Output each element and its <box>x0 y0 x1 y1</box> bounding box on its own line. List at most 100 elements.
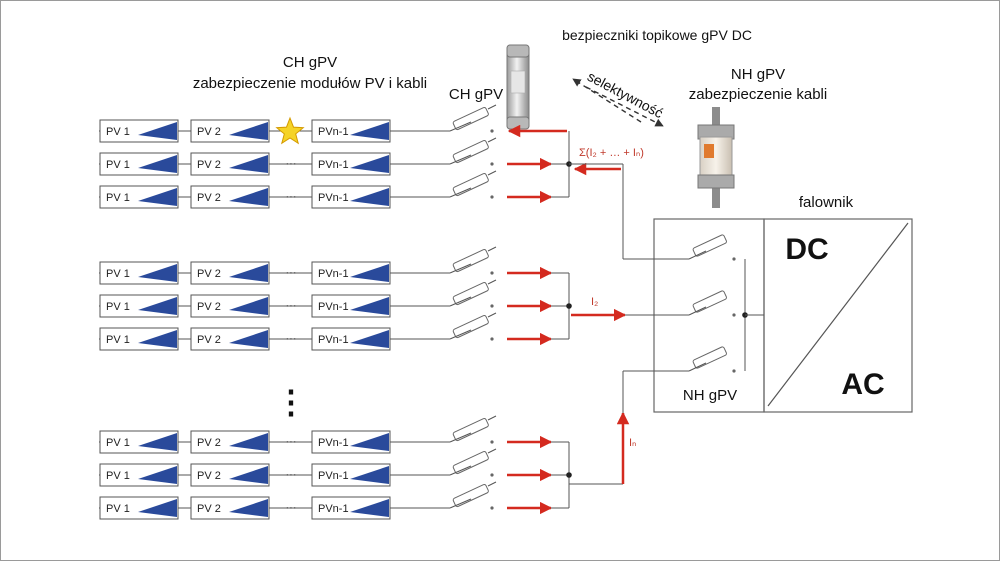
nh-terminal <box>732 369 736 373</box>
fuse-lead-out <box>487 170 497 176</box>
module-pv2: PV 2 <box>190 261 270 285</box>
sum-current-label: Σ(I₂ + … + Iₙ) <box>579 147 644 159</box>
module-pv1: PV 1 <box>99 327 179 351</box>
string-dots: ··· <box>286 267 297 279</box>
nh-lead-in <box>688 306 707 316</box>
module-pv1-label: PV 1 <box>106 503 130 515</box>
module-pv2-label: PV 2 <box>197 159 221 171</box>
fuse-lead-in <box>449 432 472 443</box>
nh-lead-in <box>688 250 707 260</box>
fault-star-icon <box>275 116 305 145</box>
fuse-terminal <box>490 440 494 444</box>
module-pv2: PV 2 <box>190 496 270 520</box>
module-pv2-cell-icon <box>229 155 268 173</box>
inverter-label: falownik <box>799 194 854 211</box>
string-dots: ··· <box>286 158 297 170</box>
string-row-8: PV 1 PV 2 PVn-1 ··· <box>99 448 569 487</box>
module-pv1-label: PV 1 <box>106 334 130 346</box>
string-row-1: PV 1 PV 2 PVn-1 <box>99 104 567 143</box>
module-pvn1-cell-icon <box>350 433 389 451</box>
nh-fuse-holder <box>692 234 727 257</box>
module-pvn1-label: PVn-1 <box>318 334 349 346</box>
module-pvn1-label: PVn-1 <box>318 126 349 138</box>
fuse-terminal <box>490 506 494 510</box>
module-pv2-cell-icon <box>229 499 268 517</box>
module-pvn1: PVn-1 <box>311 463 391 487</box>
fuse-terminal <box>490 337 494 341</box>
module-pv1-label: PV 1 <box>106 301 130 313</box>
module-pv1-label: PV 1 <box>106 192 130 204</box>
module-pvn1-cell-icon <box>350 264 389 282</box>
module-pv2-cell-icon <box>229 330 268 348</box>
module-pv2-label: PV 2 <box>197 503 221 515</box>
module-pvn1-label: PVn-1 <box>318 301 349 313</box>
module-pv1: PV 1 <box>99 496 179 520</box>
module-pv2-cell-icon <box>229 264 268 282</box>
module-pv2-label: PV 2 <box>197 470 221 482</box>
fuse-lead-out <box>487 415 497 421</box>
module-pv1: PV 1 <box>99 152 179 176</box>
module-pv1-cell-icon <box>138 499 177 517</box>
module-pv2: PV 2 <box>190 185 270 209</box>
ch-title-1: CH gPV <box>283 54 337 71</box>
module-pv1-cell-icon <box>138 466 177 484</box>
module-pvn1-cell-icon <box>350 188 389 206</box>
module-pv2: PV 2 <box>190 152 270 176</box>
module-pv2-label: PV 2 <box>197 192 221 204</box>
module-pvn1: PVn-1 <box>311 261 391 285</box>
module-pvn1: PVn-1 <box>311 327 391 351</box>
module-pvn1-label: PVn-1 <box>318 437 349 449</box>
string-dots: ··· <box>286 191 297 203</box>
nh-fuse-holder <box>692 346 727 369</box>
fuse-caption: bezpieczniki topikowe gPV DC <box>562 27 752 43</box>
nh-fuse-3 <box>688 346 736 373</box>
module-pv2-cell-icon <box>229 466 268 484</box>
module-pvn1: PVn-1 <box>311 294 391 318</box>
nh-inverter-label: NH gPV <box>683 387 737 404</box>
module-pv1-cell-icon <box>138 297 177 315</box>
module-pvn1-label: PVn-1 <box>318 268 349 280</box>
selectivity-label: selektywność <box>585 68 666 121</box>
module-pv1-cell-icon <box>138 330 177 348</box>
fuse-lead-in <box>449 187 472 198</box>
module-pv2-cell-icon <box>229 433 268 451</box>
module-pvn1-cell-icon <box>350 155 389 173</box>
module-pv1-cell-icon <box>138 155 177 173</box>
module-pv2: PV 2 <box>190 327 270 351</box>
module-pv1: PV 1 <box>99 463 179 487</box>
fuse-lead-out <box>487 312 497 318</box>
module-pv2-label: PV 2 <box>197 301 221 313</box>
fuse-lead-in <box>449 121 472 132</box>
fuse-terminal <box>490 129 494 133</box>
module-pvn1-label: PVn-1 <box>318 470 349 482</box>
nh-fuse-holder <box>692 290 727 313</box>
in-current-label: Iₙ <box>629 437 636 449</box>
ch-fuse-holder <box>452 107 489 131</box>
string-dots: ··· <box>286 436 297 448</box>
string-dots: ··· <box>286 333 297 345</box>
module-pv1: PV 1 <box>99 119 179 143</box>
module-pv2-label: PV 2 <box>197 268 221 280</box>
module-pv2-label: PV 2 <box>197 126 221 138</box>
fuse-lead-out <box>487 448 497 454</box>
ch-fuse-label: CH gPV <box>449 86 503 103</box>
module-pvn1: PVn-1 <box>311 152 391 176</box>
module-pv1-label: PV 1 <box>106 437 130 449</box>
ac-label: AC <box>841 368 884 401</box>
module-pvn1-cell-icon <box>350 330 389 348</box>
module-pv1-label: PV 1 <box>106 268 130 280</box>
string-row-6: PV 1 PV 2 PVn-1 ··· <box>99 312 569 351</box>
module-pv1-cell-icon <box>138 264 177 282</box>
nh-title-2: zabezpieczenie kabli <box>689 86 827 103</box>
selectivity-arrow-up <box>572 78 642 123</box>
ch-fuse-holder <box>452 418 489 442</box>
module-pv1-label: PV 1 <box>106 470 130 482</box>
module-pv2-label: PV 2 <box>197 334 221 346</box>
fuse-lead-out <box>487 104 497 110</box>
module-pvn1: PVn-1 <box>311 496 391 520</box>
string-dots: ··· <box>286 469 297 481</box>
module-pvn1-label: PVn-1 <box>318 159 349 171</box>
